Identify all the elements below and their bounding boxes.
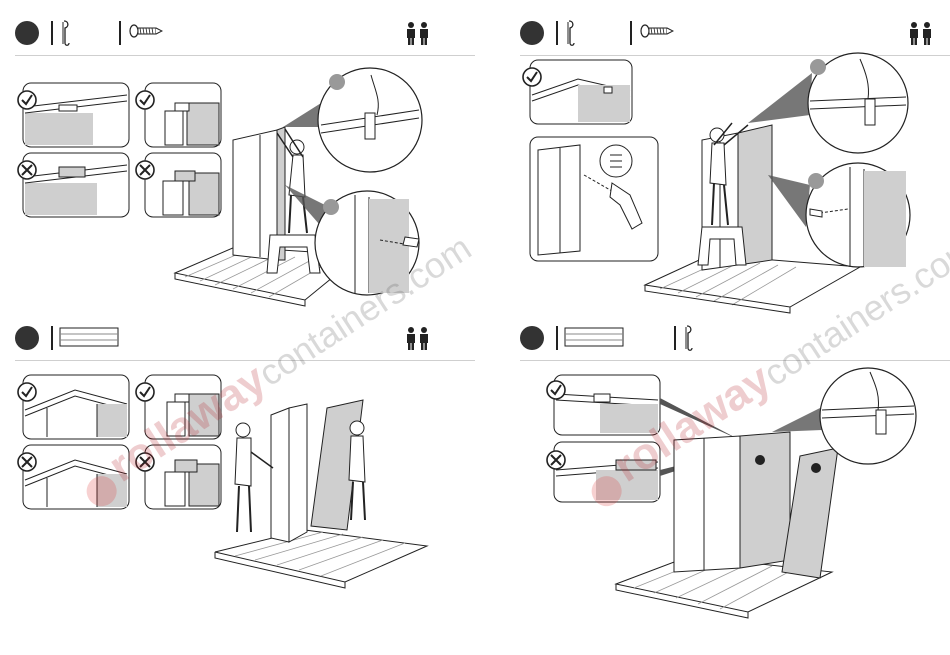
check-icon: [18, 383, 36, 401]
detail-correct-2: [145, 83, 221, 147]
step-panel-bottom-right: [520, 320, 950, 620]
step-illustration: [15, 15, 475, 315]
step-panel-top-right: [520, 15, 950, 315]
detail-wrong-1: [23, 445, 129, 509]
step-illustration: [520, 15, 950, 315]
zoom-detail-top: [318, 68, 422, 172]
zoom-detail-top: [820, 368, 916, 464]
cross-icon: [136, 453, 154, 471]
wall-assembly: [674, 432, 790, 572]
cross-icon: [136, 161, 154, 179]
detail-correct-1: [554, 375, 660, 435]
step-panel-bottom-left: [15, 320, 475, 620]
zoom-detail-screw: [806, 163, 910, 267]
floor-base: [215, 530, 427, 588]
wall-panel-standing: [271, 404, 307, 542]
detail-correct-1: [23, 83, 129, 147]
person-left: [235, 423, 273, 532]
zoom-detail-top: [808, 53, 908, 153]
floor-base: [645, 255, 860, 313]
drill-detail: [530, 137, 658, 261]
check-icon: [547, 381, 565, 399]
step-illustration: [520, 320, 950, 640]
cross-icon: [18, 453, 36, 471]
detail-wrong-2: [145, 445, 221, 509]
check-icon: [136, 383, 154, 401]
detail-wrong-1: [23, 153, 129, 217]
step-illustration: [15, 320, 475, 620]
zoom-detail-screw: [315, 191, 419, 295]
cross-icon: [547, 451, 565, 469]
person-right: [349, 421, 365, 520]
detail-correct-1: [23, 375, 129, 439]
cross-icon: [18, 161, 36, 179]
check-icon: [18, 91, 36, 109]
step-panel-top-left: [15, 15, 475, 315]
detail-correct-1: [523, 60, 632, 124]
detail-correct-2: [145, 375, 221, 439]
check-icon: [136, 91, 154, 109]
detail-wrong-2: [145, 153, 221, 217]
detail-wrong-1: [554, 442, 660, 502]
